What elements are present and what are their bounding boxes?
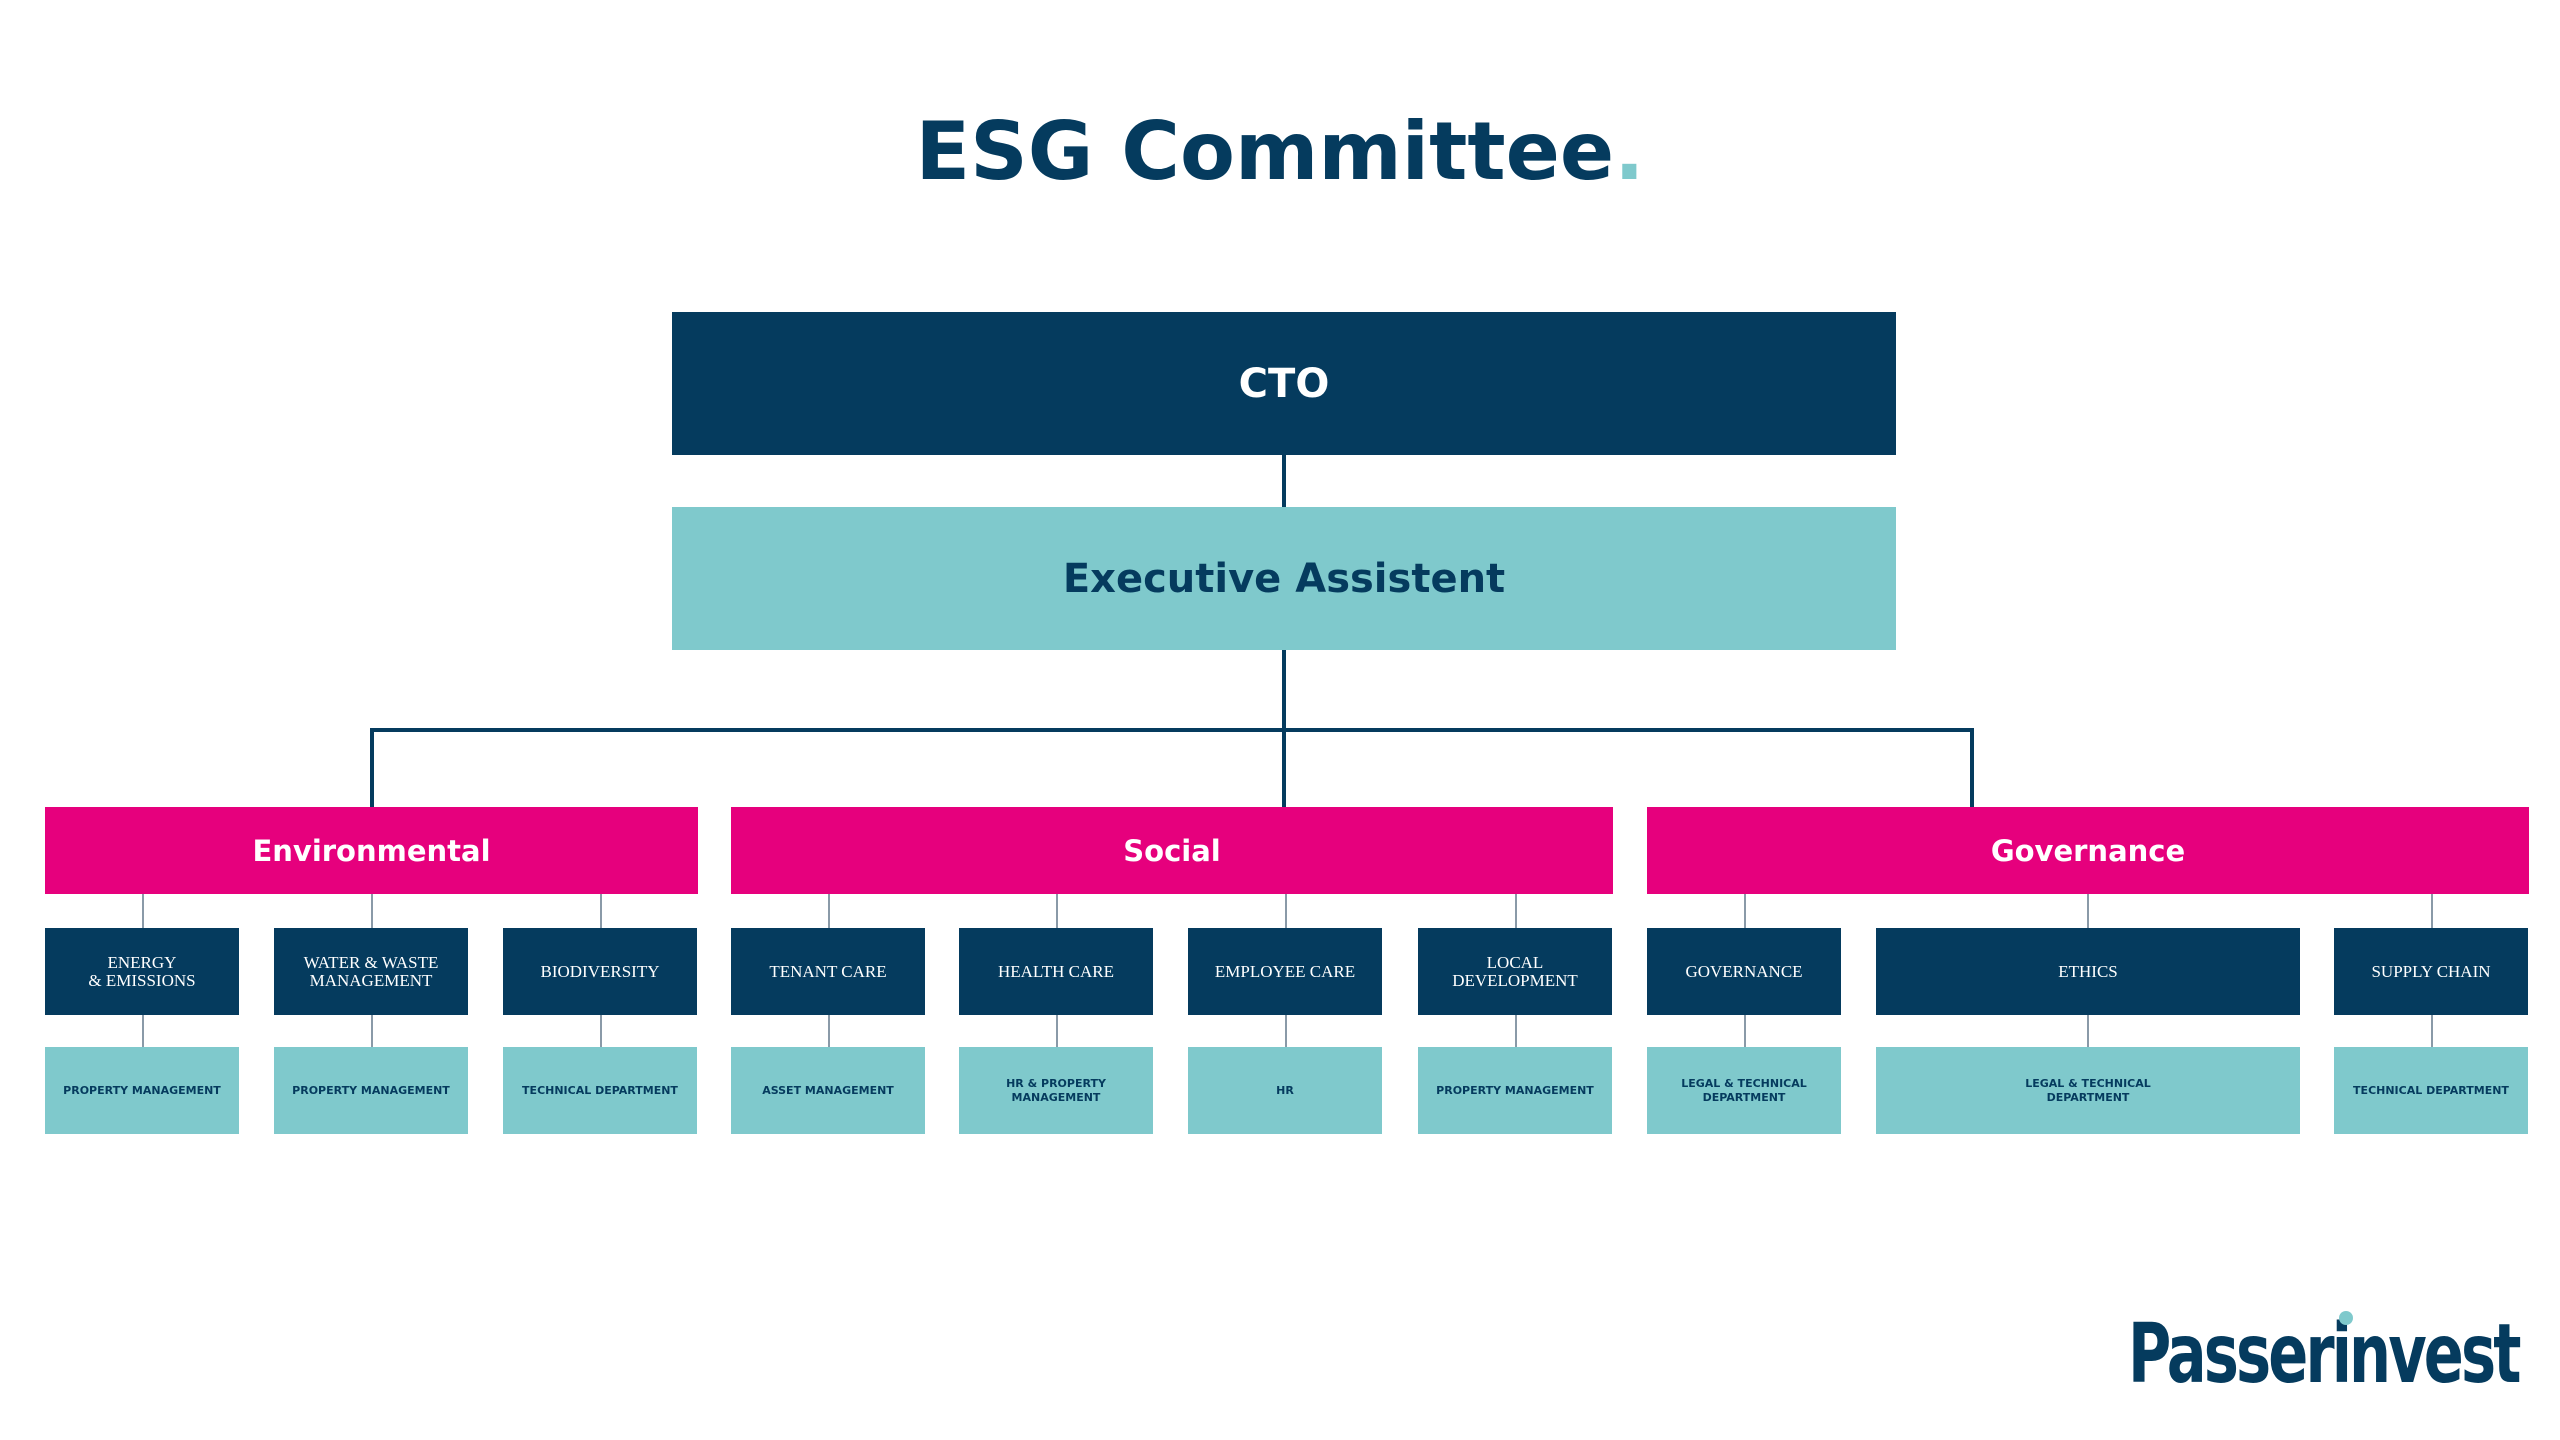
owner-property-management: PROPERTY MANAGEMENT [45,1047,239,1134]
executive-assistant-label: Executive Assistent [1062,555,1506,602]
connector-horizontal-bus [370,728,1974,732]
cto-box: CTO [672,312,1896,455]
page-title: ESG Committee. [0,105,2560,198]
owner-label: TECHNICAL DEPARTMENT [2353,1083,2509,1097]
topic-label: SUPPLY CHAIN [2371,961,2491,981]
topic-biodiversity: BIODIVERSITY [503,928,697,1015]
owner-hr-property-management: HR & PROPERTY MANAGEMENT [959,1047,1153,1134]
title-text: ESG Committee [915,105,1615,198]
connector-thin [1515,1015,1517,1047]
owner-label: PROPERTY MANAGEMENT [1436,1083,1594,1097]
connector-thin [1056,1015,1058,1047]
connector-environmental [370,728,374,808]
topic-tenant-care: TENANT CARE [731,928,925,1015]
cto-label: CTO [1238,360,1330,407]
connector-thin [1056,894,1058,928]
topic-label: BIODIVERSITY [540,961,660,981]
owner-label: PROPERTY MANAGEMENT [292,1083,450,1097]
connector-thin [2431,1015,2433,1047]
topic-label: EMPLOYEE CARE [1214,961,1356,981]
topic-label: TENANT CARE [769,961,887,981]
connector-thin [600,894,602,928]
connector-thin [2087,1015,2089,1047]
connector-thin [600,1015,602,1047]
owner-legal-technical: LEGAL & TECHNICAL DEPARTMENT [1647,1047,1841,1134]
topic-label: ETHICS [2058,961,2118,981]
owner-legal-technical: LEGAL & TECHNICAL DEPARTMENT [1876,1047,2300,1134]
category-label: Environmental [252,833,491,868]
topic-label: ENERGY & EMISSIONS [88,952,196,990]
topic-label: LOCAL DEVELOPMENT [1452,952,1578,990]
connector-thin [2087,894,2089,928]
connector-thin [371,894,373,928]
owner-technical-department: TECHNICAL DEPARTMENT [2334,1047,2528,1134]
connector-thin [142,1015,144,1047]
logo-dot [2339,1311,2353,1325]
connector-cto-assistant [1282,455,1286,507]
passerinvest-logo: Passerinvest [2128,1307,2521,1402]
owner-property-management: PROPERTY MANAGEMENT [274,1047,468,1134]
owner-label: LEGAL & TECHNICAL DEPARTMENT [2025,1076,2151,1104]
topic-energy-emissions: ENERGY & EMISSIONS [45,928,239,1015]
category-label: Social [1123,833,1221,868]
owner-label: HR & PROPERTY MANAGEMENT [1006,1076,1106,1104]
owner-label: HR [1276,1083,1294,1097]
topic-label: HEALTH CARE [997,961,1114,981]
owner-technical-department: TECHNICAL DEPARTMENT [503,1047,697,1134]
category-label: Governance [1990,833,2186,868]
topic-governance: GOVERNANCE [1647,928,1841,1015]
owner-label: TECHNICAL DEPARTMENT [522,1083,678,1097]
owner-hr: HR [1188,1047,1382,1134]
topic-label: GOVERNANCE [1685,961,1803,981]
topic-supply-chain: SUPPLY CHAIN [2334,928,2528,1015]
category-environmental: Environmental [45,807,698,894]
connector-thin [828,1015,830,1047]
connector-thin [1285,894,1287,928]
title-dot: . [1614,105,1645,198]
owner-asset-management: ASSET MANAGEMENT [731,1047,925,1134]
connector-thin [1744,894,1746,928]
connector-thin [1515,894,1517,928]
connector-thin [1285,1015,1287,1047]
owner-label: LEGAL & TECHNICAL DEPARTMENT [1681,1076,1807,1104]
connector-thin [371,1015,373,1047]
topic-employee-care: EMPLOYEE CARE [1188,928,1382,1015]
topic-health-care: HEALTH CARE [959,928,1153,1015]
connector-thin [142,894,144,928]
topic-water-waste: WATER & WASTE MANAGEMENT [274,928,468,1015]
topic-local-development: LOCAL DEVELOPMENT [1418,928,1612,1015]
connector-governance [1970,728,1974,808]
category-governance: Governance [1647,807,2529,894]
connector-thin [828,894,830,928]
connector-thin [1744,1015,1746,1047]
connector-thin [2431,894,2433,928]
owner-property-management: PROPERTY MANAGEMENT [1418,1047,1612,1134]
executive-assistant-box: Executive Assistent [672,507,1896,650]
category-social: Social [731,807,1613,894]
owner-label: ASSET MANAGEMENT [762,1083,894,1097]
topic-label: WATER & WASTE MANAGEMENT [303,952,439,990]
topic-ethics: ETHICS [1876,928,2300,1015]
owner-label: PROPERTY MANAGEMENT [63,1083,221,1097]
